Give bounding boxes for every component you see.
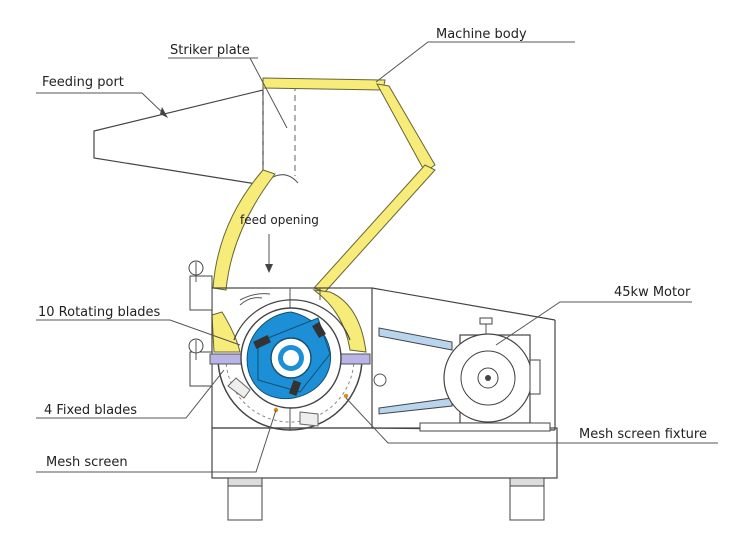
label-feeding-port: Feeding port xyxy=(42,75,124,90)
motor xyxy=(378,317,551,432)
label-mesh-screen-fixture: Mesh screen fixture xyxy=(579,427,707,442)
label-feed-opening: feed opening xyxy=(240,213,319,227)
rotor xyxy=(240,307,342,409)
feeding-port xyxy=(93,89,264,186)
label-mesh-screen: Mesh screen xyxy=(46,455,128,470)
machine-feet xyxy=(227,477,545,521)
label-machine-body: Machine body xyxy=(436,27,527,42)
crushing-chamber xyxy=(209,299,387,431)
label-motor: 45kw Motor xyxy=(614,285,691,300)
striker-plate xyxy=(262,85,299,185)
machine-body-frame xyxy=(211,77,436,353)
leader-lines xyxy=(36,41,718,473)
left-clamps xyxy=(188,260,213,387)
feed-opening-arrow xyxy=(239,234,273,306)
label-rotating-blades: 10 Rotating blades xyxy=(38,305,161,320)
label-fixed-blades: 4 Fixed blades xyxy=(44,403,137,418)
label-striker-plate: Striker plate xyxy=(170,43,250,58)
